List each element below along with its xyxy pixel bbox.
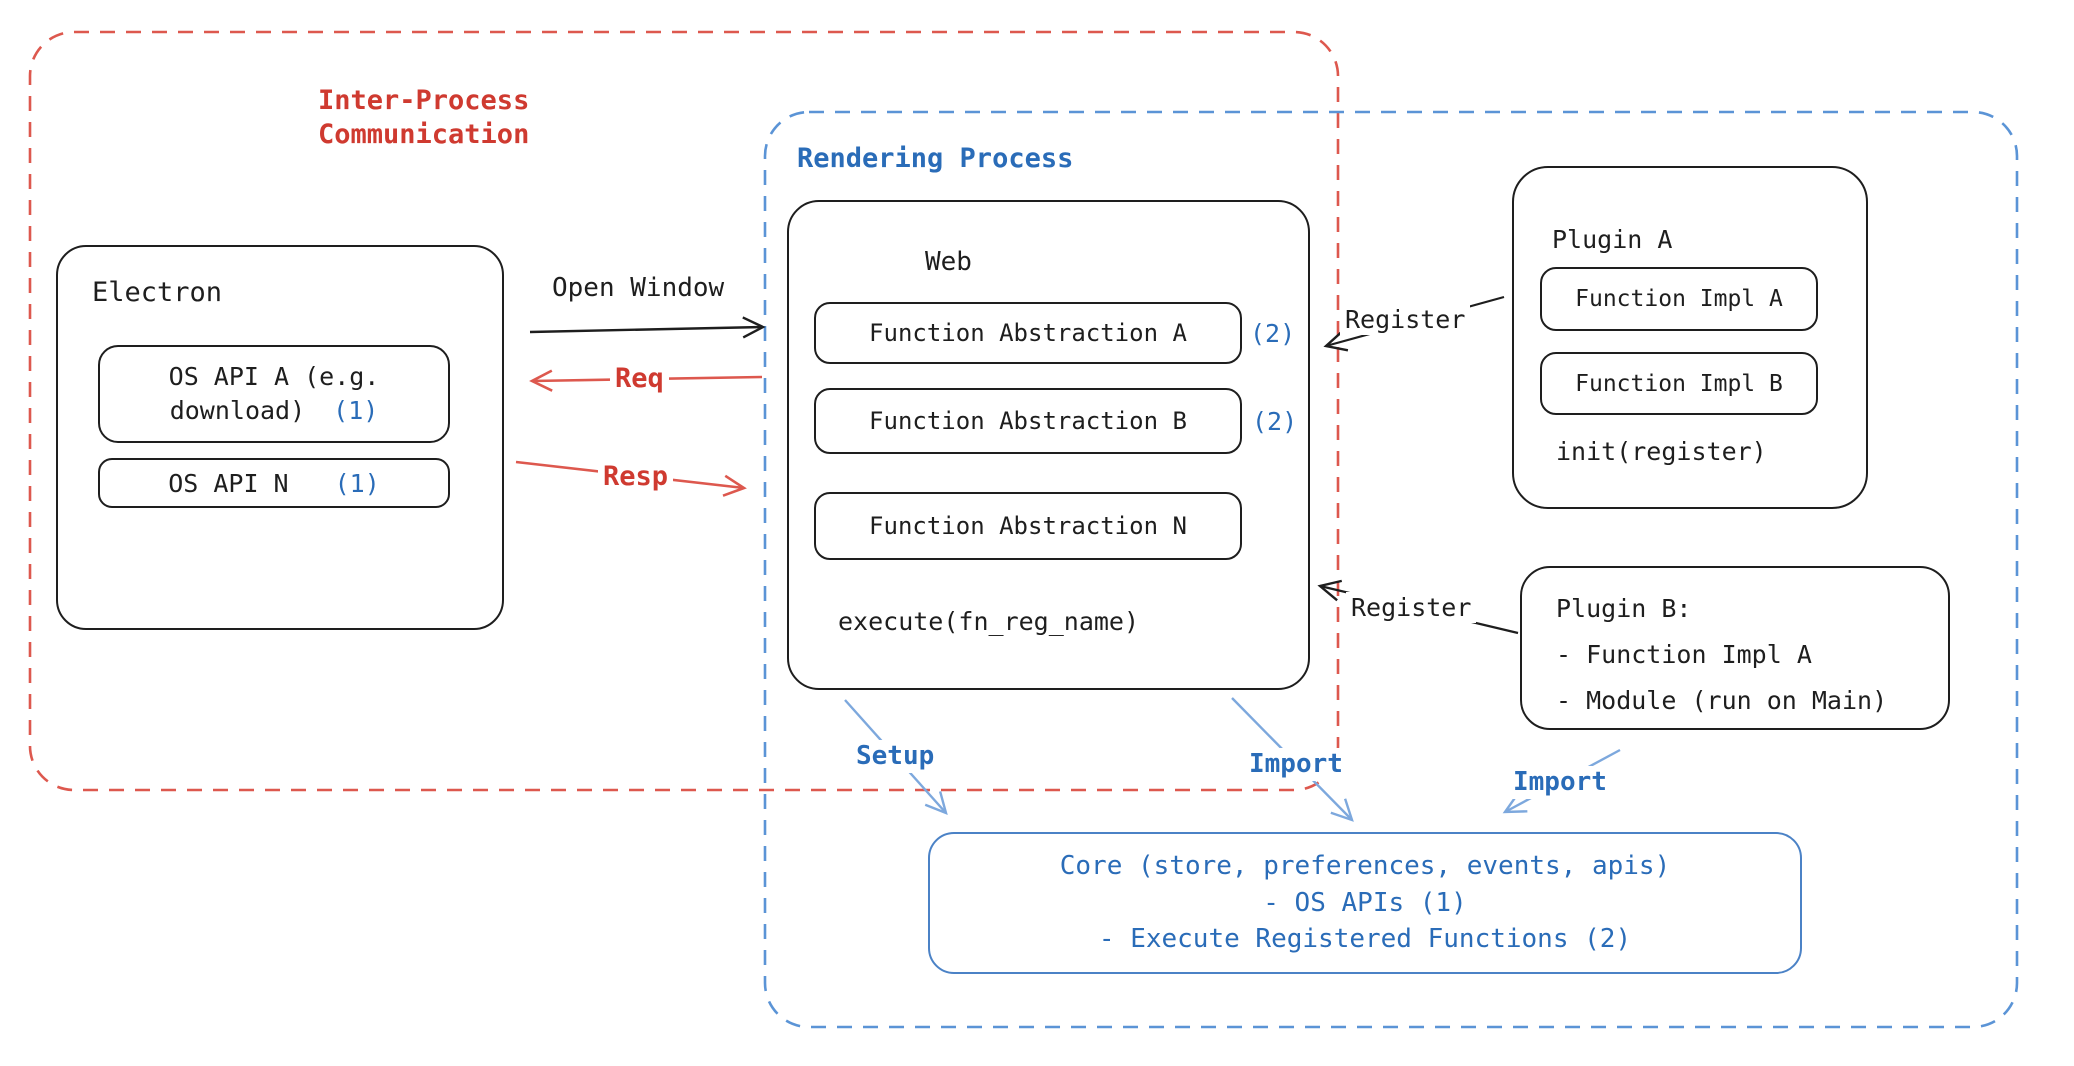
os-api-n-text: OS API N [168,468,289,498]
core-line-3: - Execute Registered Functions (2) [1098,924,1632,955]
function-abstraction-a-box: Function Abstraction A [814,302,1242,364]
function-abstraction-a-label: Function Abstraction A [869,319,1187,347]
ipc-boundary [28,30,1340,792]
ipc-title-line2: Communication [318,118,530,150]
function-abstraction-n-box: Function Abstraction N [814,492,1242,560]
plugin-b-title: Plugin B: [1556,594,1692,623]
plugin-b-text: Plugin B: - Function Impl A - Module (run … [1556,586,1887,724]
import-web-label: Import [1244,748,1348,781]
plugin-b-box [1520,566,1950,730]
plugin-b-item-1: - Function Impl A [1556,640,1812,669]
function-impl-a-label: Function Impl A [1575,286,1783,312]
electron-title: Electron [92,277,223,308]
function-impl-b-label: Function Impl B [1575,370,1783,397]
ipc-title-line1: Inter-Process [318,85,530,116]
rendering-boundary [763,110,2019,1029]
setup-label: Setup [851,740,940,773]
core-line-2: - OS APIs (1) [1263,887,1467,918]
os-api-a-text2: download) [169,396,306,425]
open-window-arrow [529,316,766,339]
function-abstraction-b-label: Function Abstraction B [869,407,1187,435]
os-api-n-line: OS API N (1) [168,469,380,498]
function-abstraction-b-box: Function Abstraction B [814,388,1242,454]
os-api-a-text: OS API A (e.g. [168,362,380,392]
core-box: Core (store, preferences, events, apis) … [928,832,1802,974]
function-impl-b-box: Function Impl B [1540,352,1818,415]
os-api-a-box: OS API A (e.g. download) (1) [98,345,450,443]
plugin-a-title: Plugin A [1552,225,1673,254]
os-api-a-line2: download) (1) [170,394,379,428]
plugin-a-box [1512,166,1868,509]
os-api-a-line1: OS API A (e.g. [169,360,380,394]
function-abstraction-b-ref: (2) [1252,407,1298,436]
init-register-label: init(register) [1556,437,1767,466]
function-abstraction-n-label: Function Abstraction N [869,512,1187,540]
execute-label: execute(fn_reg_name) [838,607,1140,636]
web-title: Web [925,247,972,277]
register-plugin-a-label: Register [1340,304,1471,336]
web-box [787,200,1310,690]
plugin-b-item-2: - Module (run on Main) [1556,686,1888,715]
register-plugin-b-label: Register [1346,592,1477,624]
function-abstraction-a-ref: (2) [1250,319,1296,348]
electron-box [56,245,504,630]
os-api-n-box: OS API N (1) [98,458,450,508]
os-api-n-ref: (1) [334,468,380,498]
req-label: Req [610,362,669,396]
os-api-a-ref: (1) [333,396,379,425]
import-plugin-b-label: Import [1508,766,1612,799]
function-impl-a-box: Function Impl A [1540,267,1818,331]
core-line-1: Core (store, preferences, events, apis) [1059,851,1671,882]
open-window-label: Open Window [552,273,725,303]
resp-label: Resp [598,460,674,494]
rendering-region-title: Rendering Process [797,143,1074,174]
